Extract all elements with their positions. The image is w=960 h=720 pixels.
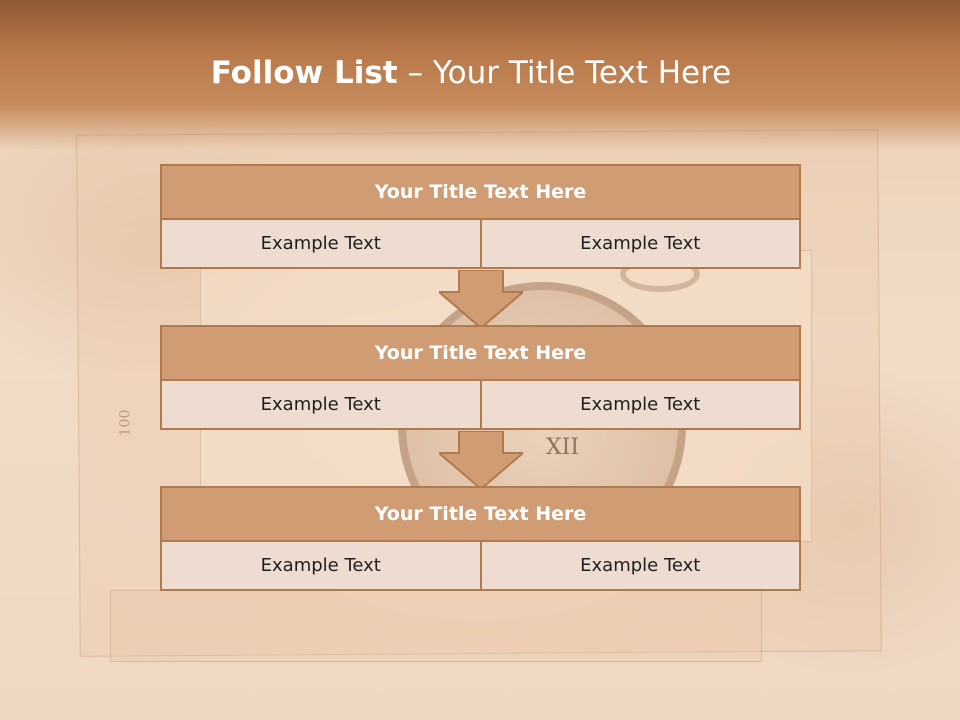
block-title: Your Title Text Here	[160, 164, 801, 220]
down-arrow-icon	[439, 270, 523, 328]
slide-title-bold: Follow List	[210, 55, 398, 91]
block-cell-left: Example Text	[160, 381, 482, 430]
block-cell-right: Example Text	[481, 381, 801, 430]
block-row: Example Text Example Text	[160, 381, 801, 430]
slide-title-rest: – Your Title Text Here	[397, 55, 732, 91]
block-row: Example Text Example Text	[160, 542, 801, 591]
down-arrow-icon	[439, 431, 523, 489]
block-title: Your Title Text Here	[160, 325, 801, 381]
list-block: Your Title Text Here Example Text Exampl…	[160, 164, 801, 269]
background-paper-strip	[110, 590, 762, 662]
block-cell-left: Example Text	[160, 542, 482, 591]
background-margin-number: 100	[117, 409, 134, 437]
block-row: Example Text Example Text	[160, 220, 801, 269]
block-title: Your Title Text Here	[160, 486, 801, 542]
watch-numeral: XII	[546, 435, 580, 460]
header-band	[0, 0, 960, 150]
block-cell-right: Example Text	[481, 220, 801, 269]
list-block: Your Title Text Here Example Text Exampl…	[160, 486, 801, 591]
block-cell-right: Example Text	[481, 542, 801, 591]
slide-title: Follow List – Your Title Text Here	[0, 55, 942, 91]
block-cell-left: Example Text	[160, 220, 482, 269]
list-block: Your Title Text Here Example Text Exampl…	[160, 325, 801, 430]
